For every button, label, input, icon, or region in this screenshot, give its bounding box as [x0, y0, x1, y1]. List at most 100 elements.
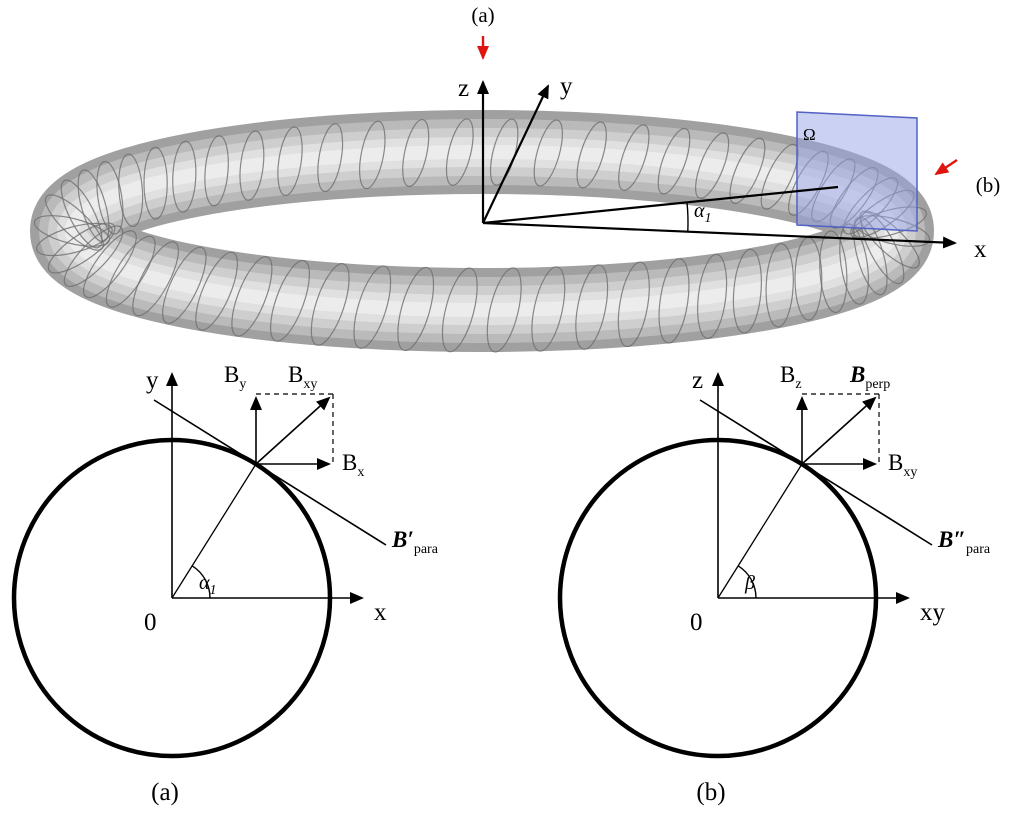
diagram-b-origin-label: 0 [690, 609, 703, 636]
bpara-prime: ′ [407, 527, 413, 552]
vector-bperp [801, 396, 877, 465]
coil-winding [617, 261, 650, 348]
coil-winding [765, 243, 794, 328]
coil-winding [118, 153, 144, 228]
diagram-b-angle-label: β [744, 572, 755, 594]
angle-alpha1-label: α1 [694, 200, 712, 226]
bxyb-sub: xy [903, 465, 917, 480]
label-by: By [224, 362, 246, 392]
alpha-subscript: 1 [210, 583, 217, 598]
alpha-symbol: α [694, 200, 705, 222]
bpara2-prime: ″ [953, 527, 966, 552]
coil-winding [47, 222, 116, 274]
diagram-a-y-label: y [146, 367, 159, 394]
diagram-a-x-label: x [374, 599, 387, 626]
bxy-sub: xy [303, 377, 317, 392]
coil-winding [36, 222, 113, 257]
coil-winding [397, 266, 435, 352]
by-main: B [224, 362, 239, 387]
coil-winding [732, 248, 762, 334]
coil-winding [143, 146, 168, 220]
diagram-b-tangent-line [699, 399, 933, 546]
caption-b: (b) [696, 779, 725, 806]
red-pointer-b-arrow [934, 159, 958, 176]
cross-section-plane-omega [796, 111, 918, 232]
coil-winding [239, 130, 265, 201]
coil-winding [33, 215, 111, 247]
bpara-sub: para [414, 542, 439, 557]
torus-coil-windings [33, 118, 931, 353]
coil-winding [533, 119, 563, 187]
coil-winding [697, 253, 728, 339]
bxyb-main: B [888, 450, 903, 475]
coil-winding [441, 267, 478, 353]
label-bpara-doubleprime: B″para [937, 527, 991, 557]
pointer-b-label: (b) [976, 173, 1001, 197]
bperp-sub: perp [865, 377, 890, 392]
diagram-a-angle-arc [191, 565, 211, 599]
diagram-a: y x 0 α1 By Bxy Bx B′para (a) [11, 362, 439, 806]
bpara2-main: B [937, 527, 953, 552]
label-bperp: Bperp [849, 362, 890, 392]
coil-winding [575, 264, 609, 350]
coil-winding [132, 241, 179, 317]
coil-winding [657, 127, 691, 195]
coil-winding [60, 179, 103, 249]
diagram-a-angle-label: α1 [199, 572, 217, 598]
coil-winding [729, 137, 766, 204]
y-axis-label: y [560, 73, 573, 100]
coil-winding [162, 246, 207, 324]
coil-winding [195, 251, 238, 331]
bz-sub: z [795, 377, 801, 392]
bxy-main: B [288, 362, 303, 387]
radial-line-to-plane [482, 185, 839, 225]
coil-winding [445, 118, 474, 186]
vector-bxy [255, 396, 331, 465]
coil-winding [317, 123, 344, 193]
coil-winding [83, 230, 137, 299]
alpha-subscript: 1 [705, 211, 712, 226]
label-bxy-b: Bxy [888, 450, 917, 480]
bx-main: B [342, 450, 357, 475]
diagram-b: z xy 0 β Bz Bperp Bxy B″para (b) [557, 362, 991, 806]
coil-winding [576, 121, 607, 189]
diagram-a-radial-line [171, 463, 257, 599]
coil-winding [658, 258, 690, 344]
coil-winding [359, 120, 386, 190]
alpha-symbol: α [199, 572, 210, 594]
bx-sub: x [357, 465, 364, 480]
coil-winding [172, 140, 197, 213]
diagram-b-xy-label: xy [920, 599, 946, 626]
coil-winding [402, 118, 430, 188]
plane-omega-label: Ω [803, 125, 816, 144]
label-bx: Bx [342, 450, 364, 480]
coil-winding [270, 259, 310, 342]
coil-winding [819, 230, 848, 314]
by-sub: y [239, 377, 246, 392]
label-bpara-prime: B′para [391, 527, 439, 557]
bpara-main: B [391, 527, 407, 552]
diagram-b-z-label: z [692, 367, 703, 394]
label-bxy: Bxy [288, 362, 317, 392]
coil-winding [204, 135, 229, 207]
coil-winding [310, 263, 350, 346]
caption-a: (a) [151, 779, 179, 806]
coil-winding [277, 126, 303, 196]
angle-alpha1-arc [686, 202, 689, 232]
pointer-a-label: (a) [471, 3, 494, 27]
diagram-b-angle-arc [737, 565, 757, 599]
coil-winding [760, 143, 799, 210]
coil-winding [231, 256, 273, 337]
coil-winding [353, 265, 392, 349]
diagram-a-tangent-line [153, 399, 387, 546]
top-annotations: (a) (b) z y x α1 Ω [458, 3, 1000, 263]
coil-winding [105, 235, 156, 308]
diagram-b-radial-line [717, 463, 803, 599]
bz-main: B [780, 362, 795, 387]
coil-winding [695, 132, 730, 199]
bperp-main: B [849, 362, 865, 387]
x-axis [482, 221, 957, 249]
coil-winding [96, 160, 124, 235]
